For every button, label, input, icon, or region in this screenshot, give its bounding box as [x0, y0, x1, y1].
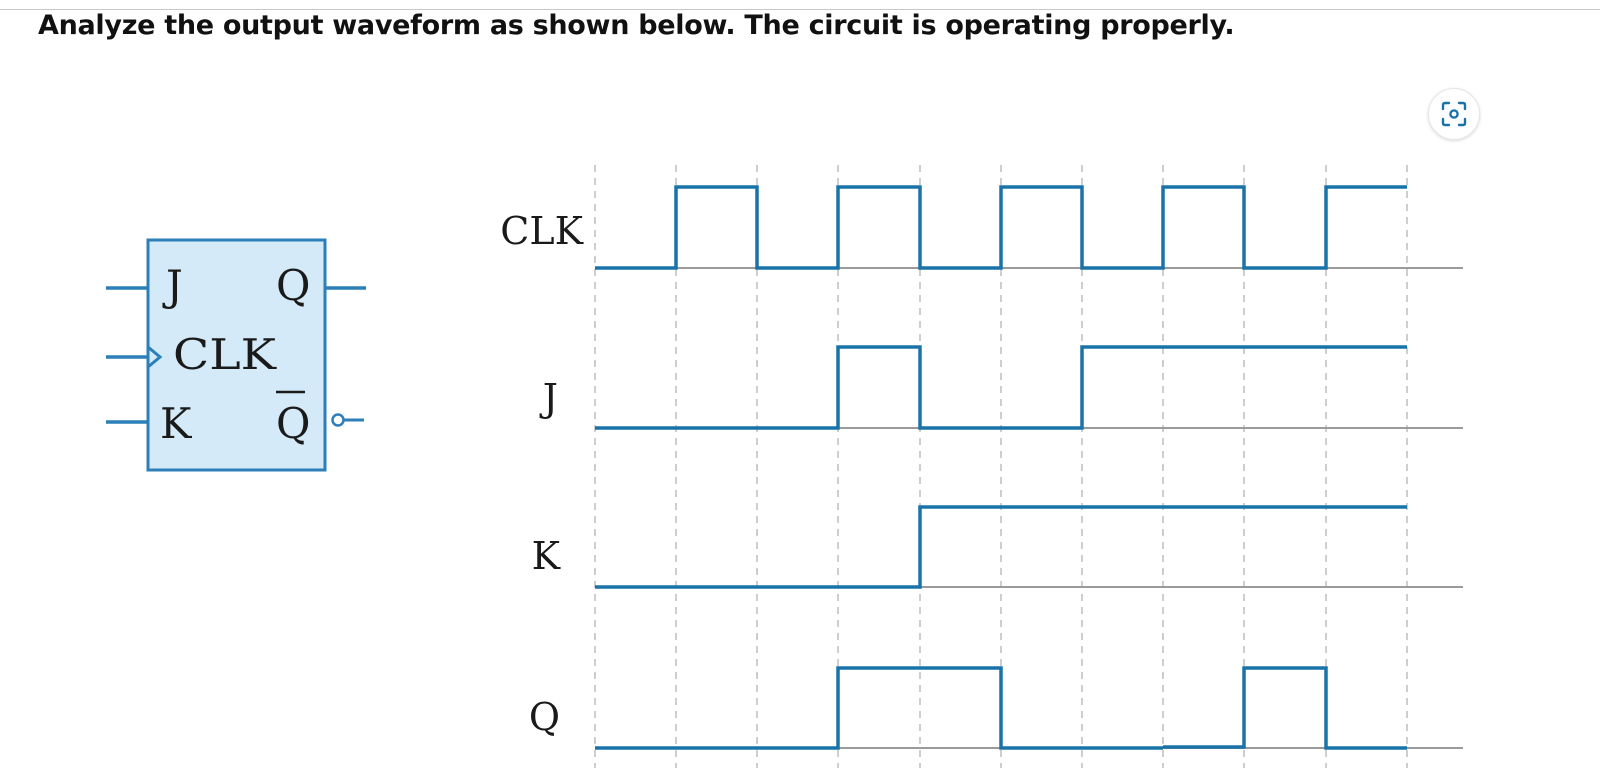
flipflop-clk-label: CLK	[173, 330, 278, 379]
flipflop-qbar-label: Q	[276, 399, 310, 448]
flipflop-j-label: J	[162, 261, 183, 310]
jk-flipflop-symbol: J Q CLK K Q	[106, 238, 366, 472]
question-text: Analyze the output waveform as shown bel…	[38, 10, 1235, 41]
flipflop-k-label: K	[160, 399, 193, 448]
scan-icon	[1441, 101, 1467, 127]
q-waveform-part1	[595, 666, 1163, 750]
timing-k-label: K	[532, 534, 561, 578]
scan-button[interactable]	[1428, 88, 1480, 140]
timing-gridlines	[594, 165, 1408, 768]
qbar-inversion-bubble	[331, 413, 345, 427]
clock-edge-triangle	[147, 345, 163, 369]
waveforms	[595, 185, 1407, 750]
top-divider	[0, 9, 1600, 10]
flipflop-box	[146, 238, 327, 472]
k-waveform	[595, 505, 1407, 589]
q-waveform-part2	[1163, 666, 1407, 750]
timing-j-label: J	[539, 376, 558, 420]
timing-q-label: Q	[529, 695, 560, 739]
flipflop-q-label: Q	[276, 261, 310, 310]
j-waveform	[595, 345, 1407, 430]
timing-clk-label: CLK	[500, 209, 583, 253]
clk-waveform	[595, 185, 1407, 270]
